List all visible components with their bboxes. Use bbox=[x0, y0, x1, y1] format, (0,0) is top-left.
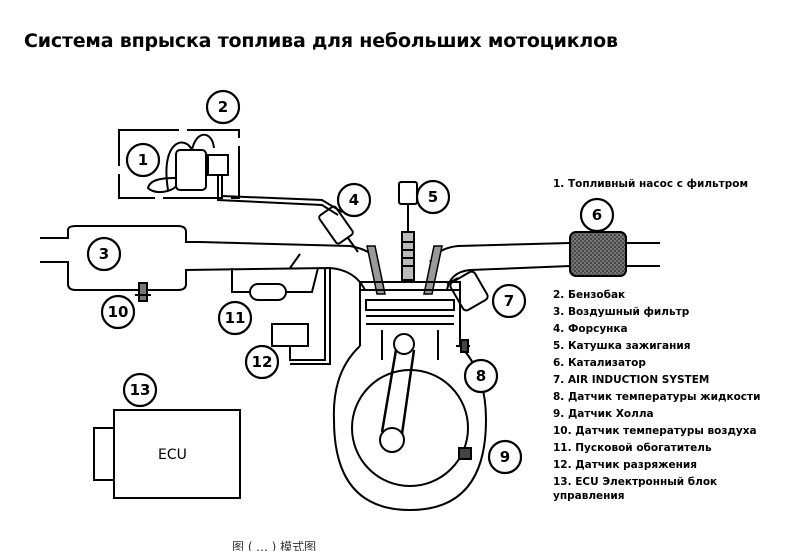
callout-1: 1 bbox=[125, 142, 161, 178]
diagram-title: Система впрыска топлива для небольших мо… bbox=[24, 30, 618, 52]
hall-sensor bbox=[458, 447, 472, 460]
legend-item: 9. Датчик Холла bbox=[553, 408, 654, 420]
vacuum-sensor bbox=[271, 268, 331, 365]
legend-item: 2. Бензобак bbox=[553, 289, 626, 301]
callout-9: 9 bbox=[487, 439, 523, 475]
svg-text:11: 11 bbox=[225, 309, 246, 327]
legend-item: 5. Катушка зажигания bbox=[553, 340, 691, 352]
ecu-label: ECU bbox=[158, 447, 187, 463]
callout-7: 7 bbox=[491, 283, 527, 319]
legend-item: 3. Воздушный фильтр bbox=[553, 306, 690, 318]
starter-enricher bbox=[231, 253, 319, 301]
figure-caption: 图 ( ... ) 模式图 bbox=[232, 540, 317, 551]
air-intake bbox=[40, 225, 379, 291]
callout-5: 5 bbox=[415, 179, 451, 215]
svg-text:12: 12 bbox=[252, 353, 273, 371]
svg-text:1: 1 bbox=[138, 151, 148, 169]
legend-item: 4. Форсунка bbox=[553, 323, 628, 335]
callout-4: 4 bbox=[336, 182, 372, 218]
engine bbox=[332, 281, 488, 512]
callout-2: 2 bbox=[205, 89, 241, 125]
legend-item: 8. Датчик температуры жидкости bbox=[553, 391, 761, 403]
svg-text:5: 5 bbox=[428, 188, 438, 206]
air-temp-sensor bbox=[135, 282, 151, 302]
callout-6: 6 bbox=[579, 197, 615, 233]
fuel-tank bbox=[118, 129, 343, 216]
svg-text:2: 2 bbox=[218, 98, 228, 116]
legend-item: 12. Датчик разряжения bbox=[553, 459, 698, 471]
legend-item: 6. Катализатор bbox=[553, 357, 646, 369]
callouts: 1 2 3 4 5 6 7 8 9 10 11 12 13 bbox=[86, 89, 615, 475]
legend-item: 11. Пусковой обогатитель bbox=[553, 442, 712, 454]
svg-text:8: 8 bbox=[476, 367, 486, 385]
coolant-sensor bbox=[456, 339, 470, 353]
injector bbox=[318, 205, 359, 253]
legend-item: 10. Датчик температуры воздуха bbox=[553, 425, 757, 437]
legend-item: 13. ECU Электронный блок bbox=[553, 476, 718, 488]
callout-3: 3 bbox=[86, 236, 122, 272]
callout-13: 13 bbox=[122, 372, 158, 408]
callout-10: 10 bbox=[100, 294, 136, 330]
ecu-unit bbox=[93, 409, 241, 499]
legend-item-1: 1. Топливный насос с фильтром bbox=[553, 178, 749, 190]
callout-8: 8 bbox=[463, 358, 499, 394]
svg-text:4: 4 bbox=[349, 191, 359, 209]
svg-text:10: 10 bbox=[108, 303, 129, 321]
svg-text:9: 9 bbox=[500, 448, 510, 466]
callout-11: 11 bbox=[217, 300, 253, 336]
svg-text:3: 3 bbox=[99, 245, 109, 263]
legend-item: 7. AIR INDUCTION SYSTEM bbox=[553, 374, 710, 386]
svg-text:6: 6 bbox=[592, 206, 602, 224]
legend-item: управления bbox=[553, 490, 625, 502]
svg-text:7: 7 bbox=[504, 292, 514, 310]
catalyst bbox=[569, 231, 627, 277]
svg-text:13: 13 bbox=[130, 381, 151, 399]
callout-12: 12 bbox=[244, 344, 280, 380]
ignition-coil bbox=[398, 181, 418, 281]
